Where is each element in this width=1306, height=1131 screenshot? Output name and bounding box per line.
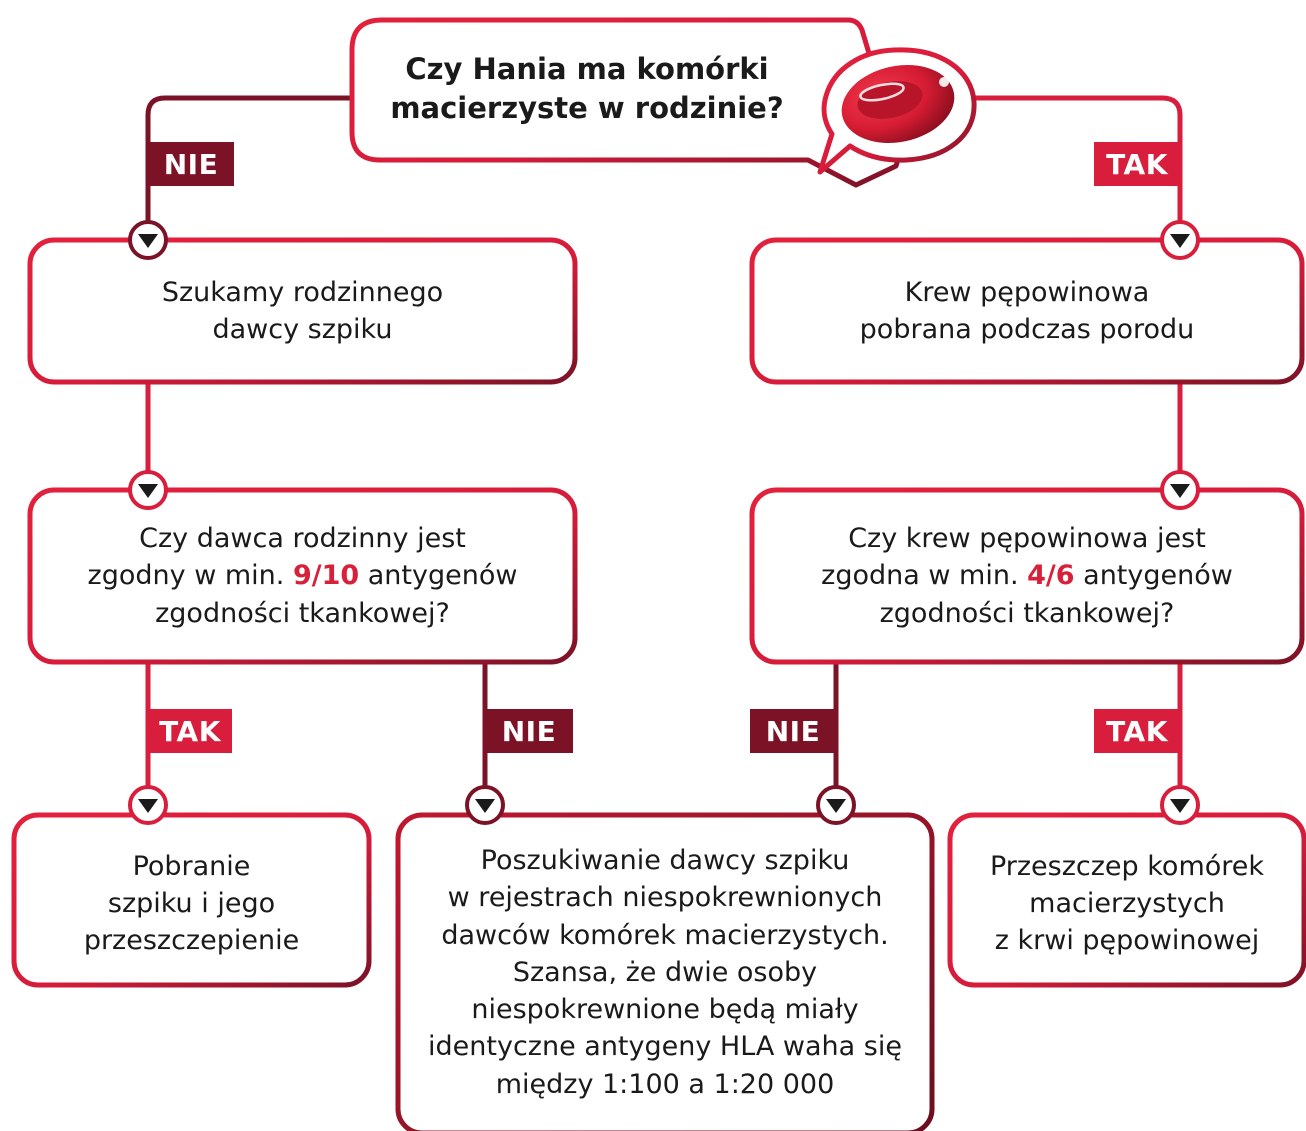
box-unrelated-search: Poszukiwanie dawcy szpiku w rejestrach n… xyxy=(398,830,932,1120)
label-top-no: NIE xyxy=(148,142,234,186)
box-cord-blood-frame xyxy=(749,237,1305,385)
box-text-line: między 1:100 a 1:20 000 xyxy=(495,1068,835,1100)
question-bubble xyxy=(349,17,901,188)
connector-top-left xyxy=(145,95,355,226)
box-text-line: szpiku i jego xyxy=(107,887,276,919)
text-fragment: zgodna w min. xyxy=(821,560,1028,592)
box-text-line: w rejestrach niespokrewnionych xyxy=(447,882,883,914)
box-cord-blood: Krew pępowinowa pobrana podczas porodu xyxy=(752,240,1302,382)
box-text-line: Poszukiwanie dawcy szpiku xyxy=(480,845,850,876)
arrow-down-icon xyxy=(1160,470,1200,510)
box-text-line: zgodności tkankowej? xyxy=(155,597,450,629)
arrow-markers xyxy=(128,220,1200,825)
match-threshold: 9/10 xyxy=(292,560,360,592)
box-text-line: Szukamy rodzinnego xyxy=(161,276,444,308)
text-fragment: antygenów xyxy=(359,560,518,592)
box-text-line: przeszczepienie xyxy=(83,925,300,957)
box-text-line: dawcy szpiku xyxy=(212,314,393,345)
arrow-down-icon xyxy=(1160,220,1200,260)
connectors xyxy=(145,95,1183,788)
match-threshold: 4/6 xyxy=(1027,560,1075,592)
arrow-down-icon xyxy=(128,470,168,510)
box-text-line: dawców komórek macierzystych. xyxy=(441,919,889,951)
box-text-line: pobrana podczas porodu xyxy=(859,314,1195,345)
label-left-yes: TAK xyxy=(148,709,232,753)
box-text-line: z krwi pępowinowej xyxy=(994,925,1260,957)
box-text-line: Pobranie xyxy=(132,850,251,882)
box-cord-match-question: Czy krew pępowinowa jest zgodna w min. 4… xyxy=(752,490,1302,662)
label-right-no: NIE xyxy=(750,709,836,753)
arrow-down-icon xyxy=(128,220,168,260)
box-cord-transplant-frame xyxy=(947,812,1306,988)
box-text-line: identyczne antygeny HLA waha się xyxy=(428,1031,902,1063)
box-marrow-harvest-frame xyxy=(11,812,372,988)
box-text-line: Szansa, że dwie osoby xyxy=(512,956,818,988)
box-text-line: zgodności tkankowej? xyxy=(879,597,1175,629)
box-text-line: Czy krew pępowinowa jest xyxy=(848,523,1206,555)
box-text-line: niespokrewnione będą miały xyxy=(471,994,859,1025)
box-cord-transplant: Przeszczep komórek macierzystych z krwi … xyxy=(950,822,1304,985)
box-family-donor: Szukamy rodzinnego dawcy szpiku xyxy=(30,240,575,382)
arrow-down-icon xyxy=(816,785,856,825)
box-text-line: zgodny w min. 9/10 antygenów xyxy=(88,557,518,594)
box-text-line: zgodna w min. 4/6 antygenów xyxy=(821,557,1233,594)
arrow-down-icon xyxy=(465,785,505,825)
box-cord-match-frame xyxy=(749,487,1305,665)
box-family-match-question: Czy dawca rodzinny jest zgodny w min. 9/… xyxy=(30,490,575,662)
question-title-line: macierzyste w rodzinie? xyxy=(390,91,784,126)
label-left-no: NIE xyxy=(485,709,573,753)
box-text-line: macierzystych xyxy=(1029,887,1225,919)
box-family-donor-frame xyxy=(27,237,578,385)
text-fragment: zgodny w min. xyxy=(87,560,293,592)
text-fragment: antygenów xyxy=(1074,560,1233,592)
label-right-yes: TAK xyxy=(1094,709,1180,753)
arrow-down-icon xyxy=(128,785,168,825)
box-marrow-harvest: Pobranie szpiku i jego przeszczepienie xyxy=(14,822,369,985)
box-family-match-frame xyxy=(27,487,578,665)
connector-top-right xyxy=(965,95,1183,226)
box-text-line: Czy dawca rodzinny jest xyxy=(139,523,466,555)
question-title-line: Czy Hania ma komórki xyxy=(405,52,769,86)
box-unrelated-search-frame xyxy=(395,812,935,1131)
question-title: Czy Hania ma komórki macierzyste w rodzi… xyxy=(362,50,812,128)
box-text-line: Przeszczep komórek xyxy=(989,850,1265,882)
box-text-line: Krew pępowinowa xyxy=(904,276,1150,308)
label-top-yes: TAK xyxy=(1094,142,1180,186)
arrow-down-icon xyxy=(1160,785,1200,825)
blood-cell-icon xyxy=(817,47,977,175)
